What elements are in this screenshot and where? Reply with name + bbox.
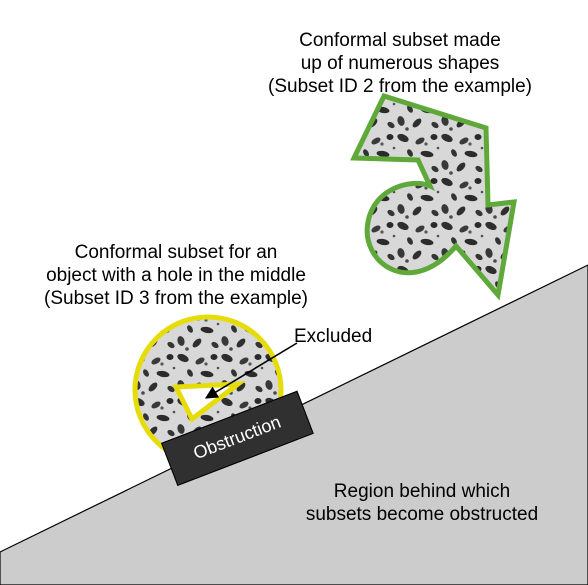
green-subset-label-line-1: Conformal subset made bbox=[299, 30, 501, 51]
yellow-subset-label-line-1: Conformal subset for an bbox=[74, 242, 278, 263]
green-subset-label-line-2: up of numerous shapes bbox=[300, 53, 500, 74]
green-subset-label-line-3: (Subset ID 2 from the example) bbox=[268, 76, 532, 97]
region-label-line-1: Region behind which bbox=[333, 481, 511, 502]
green-subset-label: Conformal subset made up of numerous sha… bbox=[240, 29, 560, 98]
green-subset-outline bbox=[350, 92, 518, 301]
yellow-subset-label-line-3: (Subset ID 3 from the example) bbox=[44, 288, 308, 309]
region-label-line-2: subsets become obstructed bbox=[305, 504, 539, 525]
region-label: Region behind which subsets become obstr… bbox=[262, 480, 582, 526]
excluded-arrow bbox=[204, 342, 298, 399]
excluded-hole bbox=[172, 381, 246, 423]
green-conformal-subset bbox=[350, 92, 518, 301]
yellow-subset-label: Conformal subset for an object with a ho… bbox=[16, 241, 336, 310]
yellow-subset-label-line-2: object with a hole in the middle bbox=[46, 265, 306, 286]
excluded-label: Excluded bbox=[294, 326, 373, 347]
